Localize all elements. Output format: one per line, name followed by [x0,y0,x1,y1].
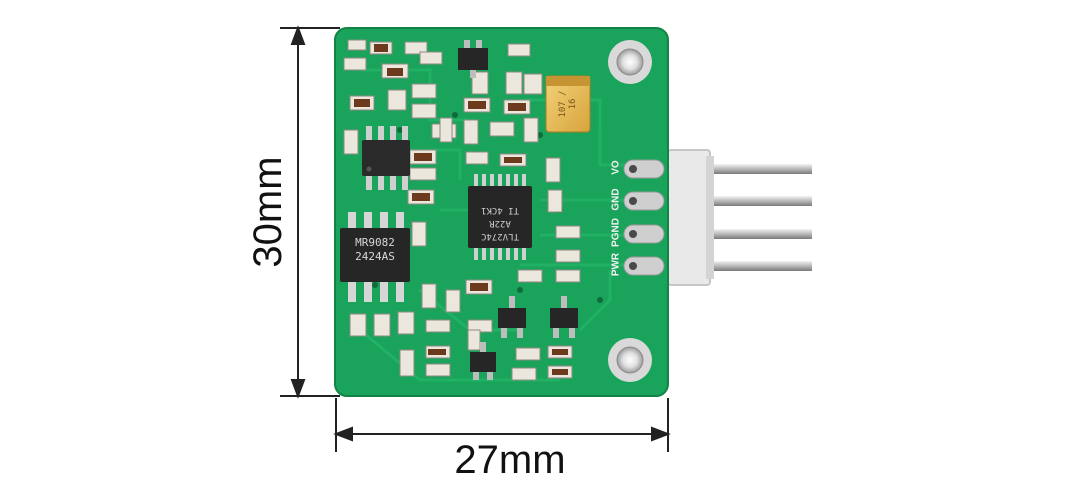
height-dimension-label: 30mm [246,156,290,268]
width-dimension-label: 27mm [454,438,566,482]
tantalum-marking: 107 / 16 [558,90,578,118]
tantalum-capacitor [545,75,591,133]
mr9082-line2: 2424AS [355,250,395,263]
dimension-lines [280,25,671,452]
pin-header [667,149,714,286]
tlv274-line1: TLV274C [481,231,519,241]
tlv274-line2: A22R [489,218,511,228]
tlv274-line3: TI 4CK1 [481,205,519,215]
mr9082-line1: MR9082 [355,236,395,249]
sot23-transistors [458,40,578,380]
tlv274-marking: TLV274C A22R TI 4CK1 [470,194,530,242]
soic8-chip-mr9082 [340,212,410,302]
soic8-chip-small [362,126,410,190]
tssop14-chip-tlv274 [468,174,532,260]
mr9082-marking: MR9082 2424AS [342,236,408,264]
pin-label-pwr: PWR [610,252,622,277]
connector-pins [700,164,812,271]
smd-passives [343,39,581,381]
